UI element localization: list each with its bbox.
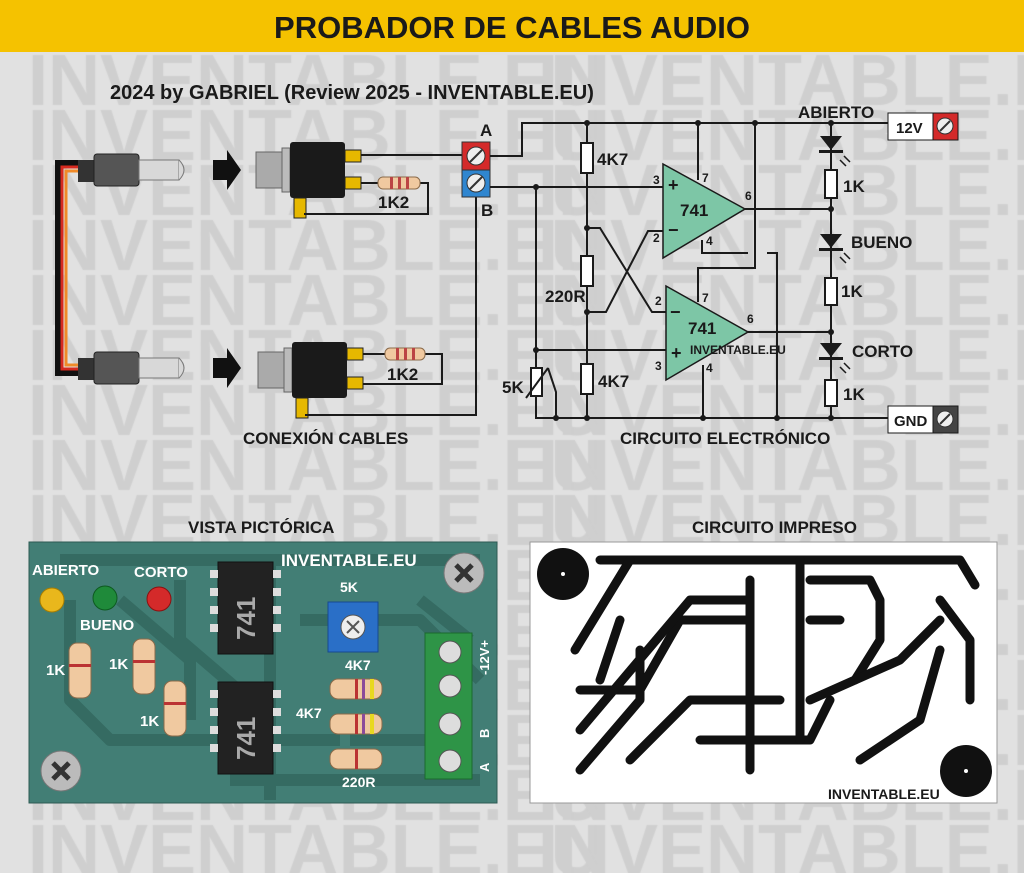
svg-text:220R: 220R — [342, 774, 375, 790]
svg-text:4K7: 4K7 — [345, 657, 371, 673]
svg-text:6: 6 — [745, 189, 752, 203]
resistor-4k7-bottom — [580, 363, 594, 395]
resistor-label: 1K2 — [387, 365, 418, 384]
resistor-1k-led2 — [824, 277, 838, 306]
resistor-label: 1K2 — [378, 193, 409, 212]
header-bar — [0, 0, 1024, 52]
svg-text:6: 6 — [747, 312, 754, 326]
resistor-1k2-bottom — [384, 347, 426, 361]
jack-socket-top — [255, 142, 362, 219]
supply-label: 12V — [896, 120, 923, 137]
svg-text:−: − — [668, 220, 679, 240]
led-open-label: ABIERTO — [798, 103, 874, 122]
svg-text:4K7: 4K7 — [296, 705, 322, 721]
svg-text:+: + — [668, 175, 679, 195]
opamp-2: − + — [665, 284, 750, 382]
svg-text:741: 741 — [231, 717, 261, 760]
pcb-brand: INVENTABLE.EU — [828, 786, 940, 802]
circuit-section-label: CIRCUITO ELECTRÓNICO — [620, 429, 830, 448]
resistor-label: 1K — [843, 177, 865, 196]
svg-text:7: 7 — [702, 291, 709, 305]
pictorial-labels: INVENTABLE.EU ABIERTO CORTO BUENO 1K 1K … — [32, 551, 492, 790]
svg-text:4: 4 — [706, 234, 713, 248]
pot-label: 5K — [502, 378, 524, 397]
terminal-b-label: B — [481, 201, 493, 220]
resistor-1k2-top — [377, 176, 421, 190]
resistor-label: 4K7 — [597, 150, 628, 169]
svg-text:2: 2 — [653, 231, 660, 245]
pcb-layout — [529, 541, 998, 804]
resistor-4k7-top — [580, 142, 594, 174]
svg-text:ABIERTO: ABIERTO — [32, 562, 100, 579]
led-short-symbol — [819, 343, 851, 374]
ground-label: GND — [894, 413, 928, 430]
svg-text:1K: 1K — [109, 656, 128, 673]
cable-section-label: CONEXIÓN CABLES — [243, 429, 408, 448]
svg-text:741: 741 — [231, 597, 261, 640]
svg-text:CORTO: CORTO — [134, 564, 188, 581]
page-title: PROBADOR DE CABLES AUDIO — [274, 10, 750, 45]
supply-terminal-12v — [887, 112, 959, 141]
pictorial-title: VISTA PICTÓRICA — [188, 518, 334, 537]
svg-text:7: 7 — [702, 171, 709, 185]
jack-plug-top — [78, 153, 185, 187]
svg-text:-12V+: -12V+ — [477, 640, 492, 675]
led-open-symbol — [819, 136, 851, 167]
resistor-220r — [580, 255, 594, 287]
jack-socket-bottom — [257, 342, 364, 419]
led-good-label: BUENO — [851, 233, 912, 252]
opamp-label: 741 — [680, 201, 708, 220]
arrow-icon — [213, 150, 241, 190]
subtitle: 2024 by GABRIEL (Review 2025 - INVENTABL… — [110, 82, 594, 104]
led-good-symbol — [819, 234, 851, 264]
pin-numbers: 3 2 7 4 6 2 3 7 4 6 — [653, 171, 754, 375]
svg-text:1K: 1K — [46, 662, 65, 679]
terminal-block-ab — [461, 141, 491, 198]
svg-text:−: − — [670, 302, 681, 322]
resistor-1k-led1 — [824, 169, 838, 199]
svg-text:+: + — [671, 343, 682, 363]
svg-text:B: B — [477, 729, 492, 738]
svg-text:BUENO: BUENO — [80, 617, 135, 634]
arrow-icon — [213, 348, 241, 388]
pictorial-board — [28, 541, 498, 804]
jack-plug-bottom — [78, 351, 185, 385]
led-short-label: CORTO — [852, 342, 913, 361]
svg-text:2: 2 — [655, 294, 662, 308]
opamp-watermark: INVENTABLE.EU — [690, 343, 786, 357]
resistor-label: 4K7 — [598, 372, 629, 391]
ground-terminal — [887, 405, 959, 434]
audio-cable — [55, 160, 82, 376]
resistor-label: 220R — [545, 287, 586, 306]
svg-text:4: 4 — [706, 361, 713, 375]
pcb-title: CIRCUITO IMPRESO — [692, 518, 857, 537]
opamp-label: 741 — [688, 319, 716, 338]
svg-text:A: A — [477, 762, 492, 772]
resistor-1k-led3 — [824, 379, 838, 407]
resistor-label: 1K — [843, 385, 865, 404]
svg-text:INVENTABLE.EU: INVENTABLE.EU — [281, 551, 417, 570]
svg-text:3: 3 — [655, 359, 662, 373]
terminal-a-label: A — [480, 121, 492, 140]
potentiometer-5k — [525, 367, 557, 418]
svg-text:3: 3 — [653, 173, 660, 187]
junction-dots — [533, 120, 834, 421]
svg-text:1K: 1K — [140, 713, 159, 730]
resistor-label: 1K — [841, 282, 863, 301]
opamp-1: + − — [662, 162, 747, 260]
svg-text:5K: 5K — [340, 579, 358, 595]
